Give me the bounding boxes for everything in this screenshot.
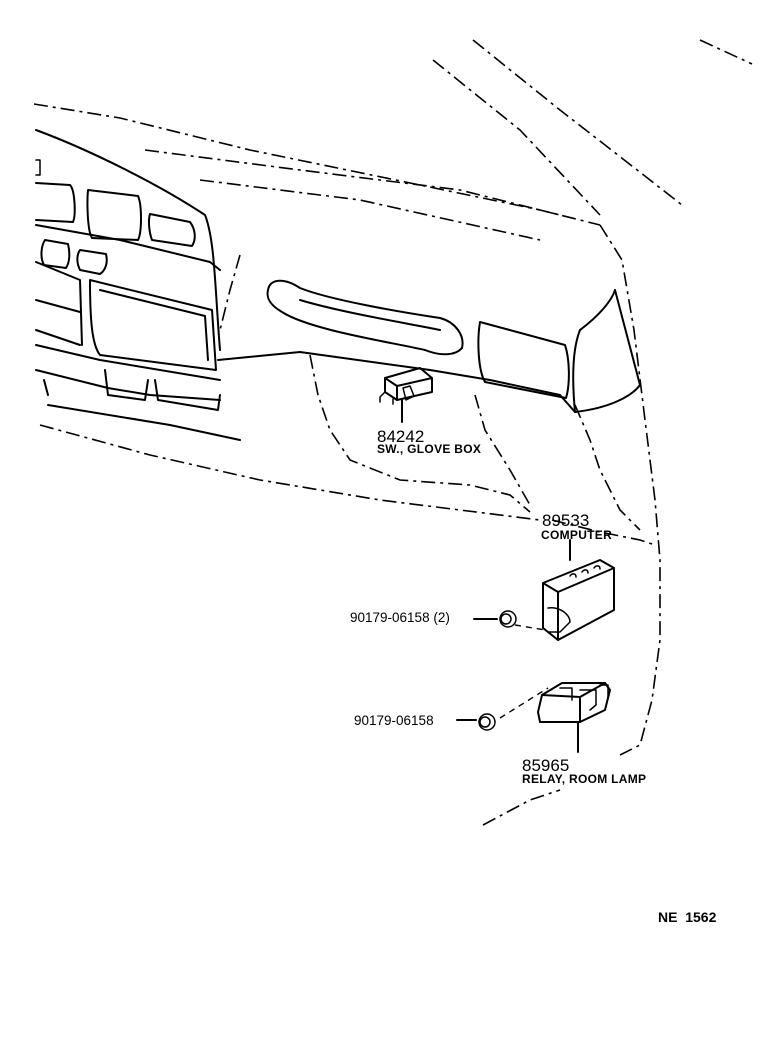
phantom-outline	[33, 39, 753, 826]
switch-part-name: SW., GLOVE BOX	[377, 442, 482, 456]
switch-part-number: 84242	[377, 427, 425, 446]
illustration-code: NE 1562	[658, 909, 717, 925]
relay-unit	[456, 682, 611, 753]
dashboard-body	[35, 129, 641, 441]
computer-part-number: 89533	[542, 511, 590, 530]
relay-part-name: RELAY, ROOM LAMP	[522, 772, 647, 786]
computer-bolt-label: 90179-06158 (2)	[350, 610, 450, 625]
relay-bolt-label: 90179-06158	[354, 713, 434, 728]
glove-box-switch	[379, 367, 433, 423]
relay-part-number: 85965	[522, 756, 570, 775]
computer-part-name: COMPUTER	[541, 528, 613, 542]
computer-unit	[473, 539, 615, 641]
